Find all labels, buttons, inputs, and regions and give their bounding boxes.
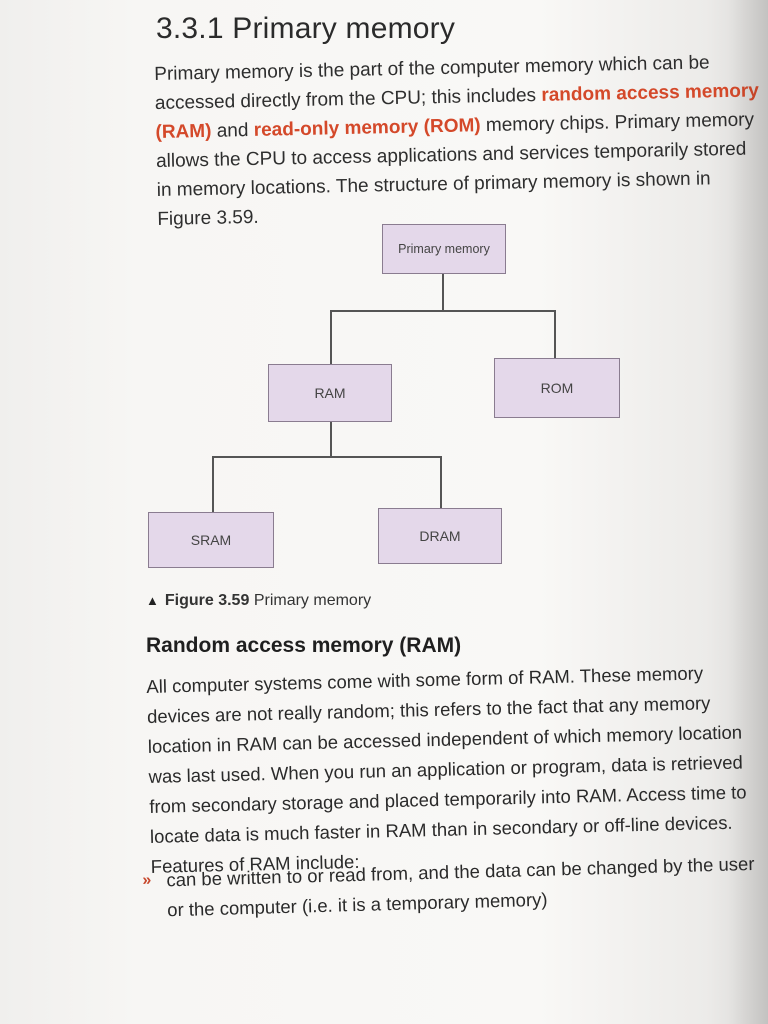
connector-root-horizontal (330, 310, 556, 312)
page-gutter-shadow (728, 0, 768, 1024)
node-dram: DRAM (378, 508, 502, 564)
node-primary-memory-label: Primary memory (398, 242, 490, 256)
node-rom: ROM (494, 358, 620, 418)
intro-text-2: and (211, 119, 254, 142)
keyword-rom: read-only memory (ROM) (253, 115, 481, 141)
node-ram-label: RAM (314, 385, 346, 401)
intro-paragraph: Primary memory is the part of the comput… (154, 47, 764, 234)
node-ram: RAM (268, 364, 392, 422)
connector-to-ram (330, 310, 332, 364)
bullet-text: can be written to or read from, and the … (166, 852, 755, 921)
node-rom-label: ROM (540, 380, 574, 396)
ram-paragraph: All computer systems come with some form… (146, 662, 747, 877)
connector-ram-horizontal (212, 456, 442, 458)
primary-memory-diagram: Primary memory RAM ROM SRAM (140, 212, 640, 582)
triangle-icon: ▲ (146, 593, 159, 608)
bullet-marker-icon: » (142, 871, 152, 889)
figure-number: Figure 3.59 (164, 592, 250, 609)
node-dram-label: DRAM (419, 528, 461, 544)
connector-to-sram (212, 456, 214, 512)
connector-root-down (442, 274, 444, 312)
section-title: 3.3.1 Primary memory (156, 12, 456, 45)
connector-to-dram (440, 456, 442, 508)
figure-caption: ▲ Figure 3.59 Primary memory (146, 592, 371, 610)
node-sram-label: SRAM (190, 532, 232, 548)
connector-ram-down (330, 422, 332, 456)
node-primary-memory: Primary memory (382, 224, 506, 274)
node-sram: SRAM (148, 512, 274, 568)
ram-heading: Random access memory (RAM) (146, 634, 462, 657)
figure-caption-text: Primary memory (253, 592, 372, 609)
connector-to-rom (554, 310, 556, 358)
